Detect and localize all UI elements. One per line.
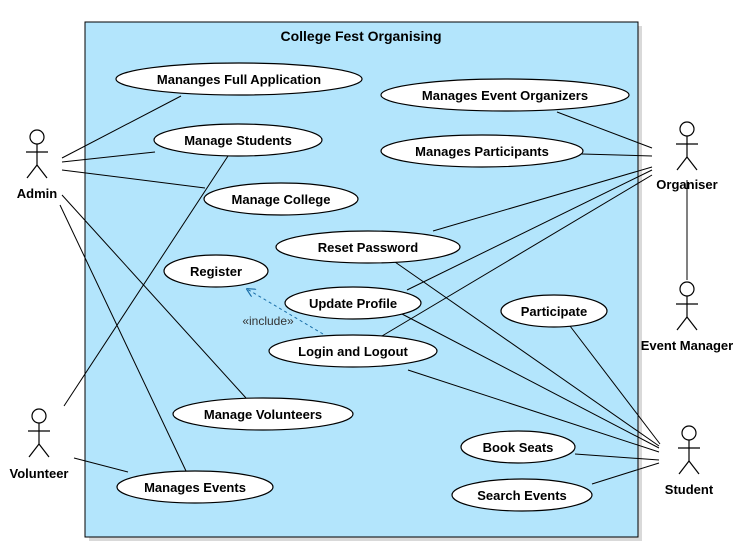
use-case-label: Book Seats [483, 440, 554, 455]
use-case-ellipse [116, 470, 274, 504]
use-case-register[interactable]: Register [163, 254, 269, 288]
use-case-label: Reset Password [318, 240, 418, 255]
association-student-reset-password [394, 261, 660, 447]
association-volunteer-manage-students [63, 155, 229, 407]
association-admin-manages-events [59, 204, 187, 472]
use-case-participate[interactable]: Participate [500, 294, 608, 328]
use-case-manage-college[interactable]: Manage College [203, 182, 359, 216]
use-case-ellipse [203, 182, 359, 216]
use-case-label: Register [190, 264, 242, 279]
include-arrow [247, 289, 324, 335]
use-case-manages-participants[interactable]: Manages Participants [380, 134, 584, 168]
use-case-ellipse [284, 286, 422, 320]
association-organiser-update-profile [406, 169, 653, 291]
associations [59, 95, 688, 485]
use-case-label: Manage Students [184, 133, 292, 148]
actor-admin[interactable]: Admin [17, 129, 58, 201]
use-case-label: Participate [521, 304, 587, 319]
use-case-ellipse [380, 78, 630, 112]
use-case-ellipse [268, 334, 438, 368]
actor-student[interactable]: Student [665, 425, 714, 497]
use-case-full-app[interactable]: Mananges Full Application [115, 62, 363, 96]
stick-figure-icon [28, 408, 50, 458]
use-case-manage-students[interactable]: Manage Students [153, 123, 323, 157]
include-stereotype-label: «include» [242, 314, 294, 328]
include-relationship: «include» [242, 289, 324, 335]
use-case-label: Manage College [232, 192, 331, 207]
stick-figure-icon [676, 281, 698, 331]
use-case-reset-password[interactable]: Reset Password [275, 230, 461, 264]
use-case-ellipse [460, 430, 576, 464]
use-case-label: Manages Events [144, 480, 246, 495]
actor-label: Admin [17, 186, 58, 201]
use-case-update-profile[interactable]: Update Profile [284, 286, 422, 320]
association-admin-manage-students [61, 151, 156, 163]
use-case-event-organizers[interactable]: Manages Event Organizers [380, 78, 630, 112]
association-admin-manage-college [61, 169, 206, 189]
use-case-ellipse [172, 397, 354, 431]
actor-event-manager[interactable]: Event Manager [641, 281, 733, 353]
association-organiser-event-organizers [556, 111, 653, 149]
use-case-book-seats[interactable]: Book Seats [460, 430, 576, 464]
use-case-ellipse [275, 230, 461, 264]
association-student-book-seats [574, 453, 660, 461]
actor-label: Event Manager [641, 338, 733, 353]
actor-label: Student [665, 482, 714, 497]
use-case-label: Manages Event Organizers [422, 88, 588, 103]
use-case-ellipse [153, 123, 323, 157]
use-case-login-logout[interactable]: Login and Logout [268, 334, 438, 368]
use-case-label: Login and Logout [298, 344, 408, 359]
association-admin-manage-volunteers [61, 194, 247, 399]
association-organiser-login-logout [381, 174, 653, 337]
use-case-manages-events[interactable]: Manages Events [116, 470, 274, 504]
stick-figure-icon [26, 129, 48, 179]
use-case-label: Update Profile [309, 296, 397, 311]
use-case-ellipse [500, 294, 608, 328]
association-student-login-logout [407, 369, 660, 453]
use-case-ellipse [380, 134, 584, 168]
use-case-ellipse [163, 254, 269, 288]
association-student-participate [569, 325, 661, 445]
association-organiser-reset-password [432, 166, 653, 232]
system-title: College Fest Organising [280, 28, 441, 44]
stick-figure-icon [678, 425, 700, 475]
use-case-label: Manages Participants [415, 144, 549, 159]
association-volunteer-manages-events [73, 457, 129, 473]
use-case-manage-volunteers[interactable]: Manage Volunteers [172, 397, 354, 431]
actor-label: Volunteer [10, 466, 69, 481]
actor-organiser[interactable]: Organiser [656, 121, 718, 192]
association-student-search-events [591, 462, 660, 485]
association-admin-full-app [61, 95, 182, 159]
stick-figure-icon [676, 121, 698, 171]
use-case-label: Manage Volunteers [204, 407, 322, 422]
actor-volunteer[interactable]: Volunteer [10, 408, 69, 481]
use-case-search-events[interactable]: Search Events [451, 478, 593, 512]
use-case-ellipse [451, 478, 593, 512]
association-student-update-profile [401, 313, 660, 449]
use-case-label: Search Events [477, 488, 567, 503]
actor-label: Organiser [656, 177, 717, 192]
use-case-label: Mananges Full Application [157, 72, 321, 87]
use-case-ellipse [115, 62, 363, 96]
association-organiser-manages-participants [581, 153, 653, 157]
